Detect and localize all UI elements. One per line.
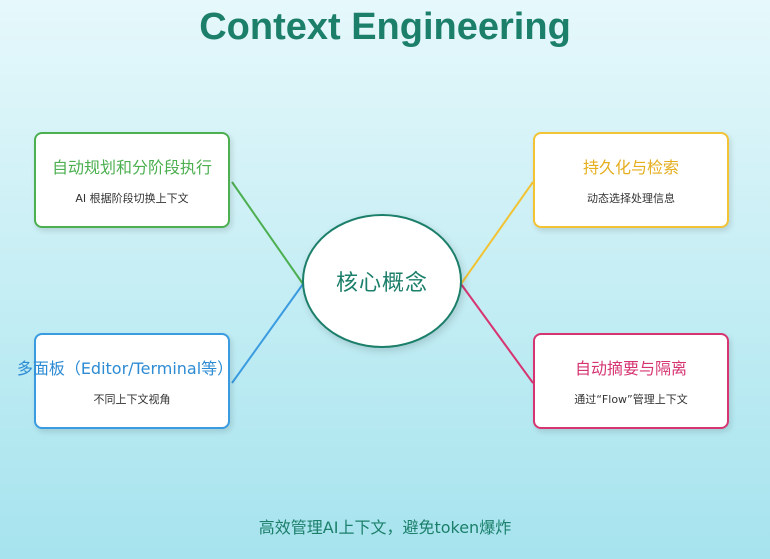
connector-top-right (460, 181, 534, 285)
connector-top-left (231, 181, 304, 285)
card-title: 自动规划和分阶段执行 (51, 158, 212, 177)
card-subtitle: 动态选择处理信息 (587, 192, 675, 205)
card-persistence-retrieval: 持久化与检索 动态选择处理信息 (533, 132, 729, 228)
footer-caption: 高效管理AI上下文，避免token爆炸 (258, 518, 512, 537)
card-subtitle: 通过“Flow”管理上下文 (574, 393, 688, 406)
card-title: 自动摘要与隔离 (574, 359, 687, 378)
connector-bottom-left (231, 283, 304, 384)
core-concept-label: 核心概念 (335, 271, 428, 296)
card-subtitle: AI 根据阶段切换上下文 (75, 192, 189, 205)
card-title: 多面板（Editor/Terminal等） (16, 359, 234, 378)
core-concept-node: 核心概念 (302, 214, 462, 348)
card-title: 持久化与检索 (582, 158, 679, 177)
card-auto-summary-isolation: 自动摘要与隔离 通过“Flow”管理上下文 (533, 333, 729, 429)
card-auto-planning: 自动规划和分阶段执行 AI 根据阶段切换上下文 (34, 132, 230, 228)
connector-bottom-right (460, 283, 534, 384)
diagram-title: Context Engineering (199, 6, 571, 48)
card-multi-panel: 多面板（Editor/Terminal等） 不同上下文视角 (17, 333, 233, 429)
card-subtitle: 不同上下文视角 (93, 393, 171, 406)
